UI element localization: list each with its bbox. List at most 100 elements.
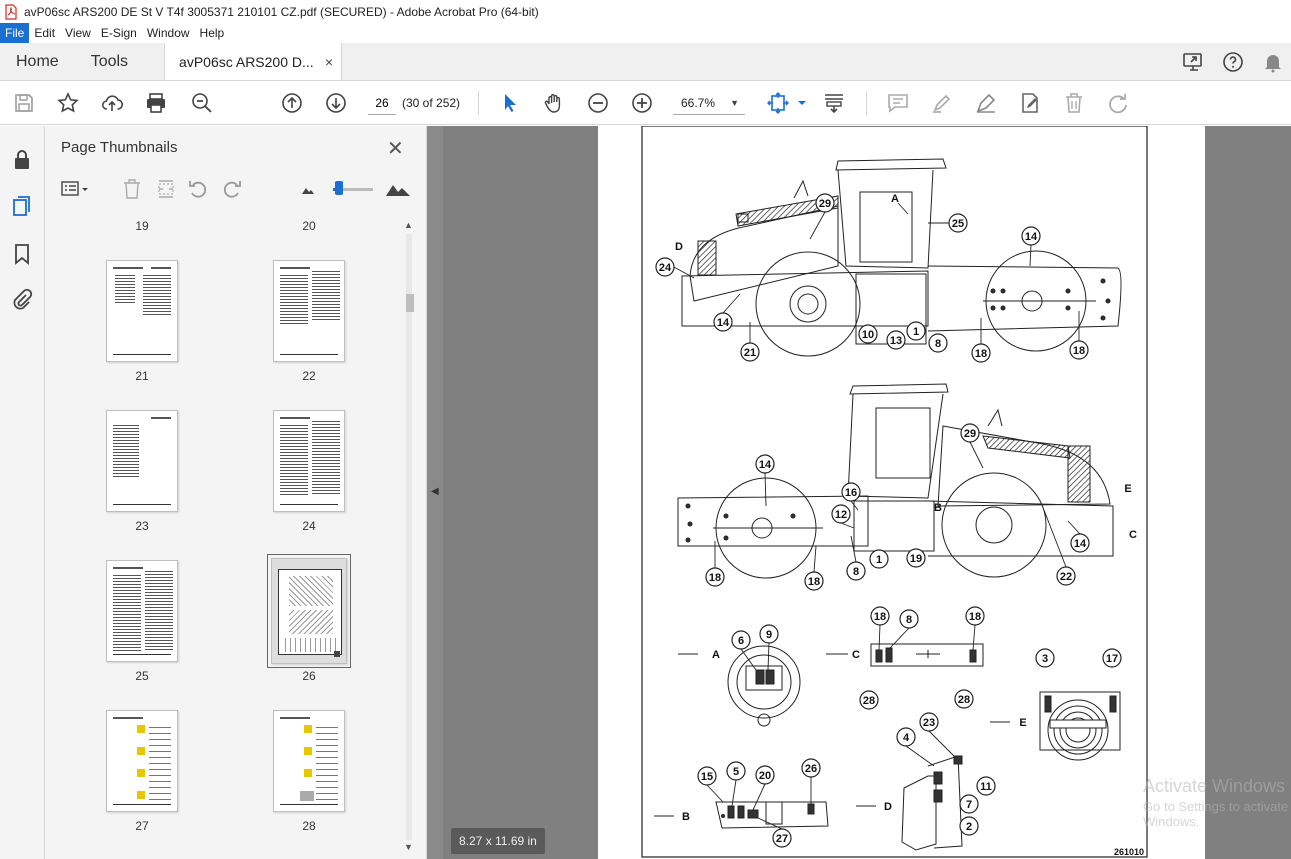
- tab-tools[interactable]: Tools: [90, 53, 129, 70]
- activate-windows-watermark: Activate Windows Go to Settings to activ…: [1143, 776, 1291, 829]
- menu-edit[interactable]: Edit: [34, 26, 56, 40]
- thumbnail-page-26[interactable]: [267, 554, 351, 668]
- zoom-level-value: 66.7%: [681, 96, 716, 110]
- thumbnail-page-22[interactable]: [273, 260, 345, 362]
- menu-view[interactable]: View: [65, 26, 91, 40]
- thumbnail-label-21: 21: [135, 369, 149, 383]
- extract-pages-icon[interactable]: [155, 178, 177, 200]
- scroll-up-arrow-icon[interactable]: ▲: [404, 220, 413, 230]
- thumbnail-page-23[interactable]: [106, 410, 178, 512]
- zoom-level-dropdown[interactable]: 66.7% ▼: [673, 91, 745, 115]
- callout-top-a: A: [891, 193, 899, 205]
- edit-pdf-icon[interactable]: [1018, 91, 1042, 115]
- fit-page-icon[interactable]: [766, 91, 790, 115]
- header-icons: [1181, 43, 1291, 80]
- menu-file[interactable]: File: [0, 23, 30, 43]
- collapse-arrow-icon[interactable]: ◀: [431, 486, 439, 497]
- thumbnail-label-25: 25: [135, 669, 149, 683]
- tab-home[interactable]: Home: [16, 53, 59, 70]
- window-title: avP06sc ARS200 DE St V T4f 3005371 21010…: [24, 4, 539, 19]
- document-viewer[interactable]: ◀: [427, 126, 1291, 859]
- menu-help[interactable]: Help: [199, 26, 225, 40]
- thumbnail-size-slider[interactable]: [333, 188, 373, 191]
- callout-top-14b: 14: [717, 317, 730, 329]
- share-screen-icon[interactable]: [1181, 50, 1205, 74]
- tab-document[interactable]: avP06sc ARS200 D... ×: [164, 43, 343, 80]
- watermark-line2: Go to Settings to activate Windows.: [1143, 799, 1289, 829]
- detail-e-label: E: [1019, 717, 1026, 729]
- scroll-track[interactable]: [406, 234, 412, 840]
- toolbar-divider: [478, 91, 479, 115]
- detail-b-26: 26: [805, 763, 817, 775]
- thumbnail-page-28[interactable]: [273, 710, 345, 812]
- pen-sign-icon[interactable]: [974, 91, 998, 115]
- thumbnail-page-25[interactable]: [106, 560, 178, 662]
- rotate-counterclockwise-icon[interactable]: [187, 178, 209, 200]
- fit-page-chevron-icon[interactable]: [790, 91, 806, 115]
- detail-b-5: 5: [733, 766, 739, 778]
- callout-top-d: D: [675, 241, 683, 253]
- thumbnail-page-21[interactable]: [106, 260, 178, 362]
- menu-esign[interactable]: E-Sign: [100, 26, 137, 40]
- hand-tool-icon[interactable]: [542, 91, 566, 115]
- detail-b-20: 20: [759, 770, 771, 782]
- save-icon[interactable]: [12, 91, 36, 115]
- page-count: (30 of 252): [402, 96, 461, 110]
- panel-title: Page Thumbnails: [61, 139, 178, 156]
- watermark-line1: Activate Windows: [1143, 776, 1286, 796]
- callout-mid-b: B: [934, 502, 942, 514]
- callout-mid-16: 16: [845, 487, 857, 499]
- detail-d-11: 11: [980, 781, 992, 793]
- scroll-mode-icon[interactable]: [822, 91, 846, 115]
- help-icon[interactable]: [1221, 50, 1245, 74]
- slider-handle[interactable]: [335, 181, 343, 195]
- zoom-in-icon[interactable]: [630, 91, 654, 115]
- delete-trash-icon[interactable]: [1062, 91, 1086, 115]
- redo-icon[interactable]: [1106, 91, 1130, 115]
- thumbnail-label-26: 26: [302, 669, 316, 683]
- close-panel-icon[interactable]: ✕: [387, 138, 404, 160]
- select-cursor-icon[interactable]: [498, 91, 522, 115]
- rotate-clockwise-icon[interactable]: [221, 178, 243, 200]
- detail-e-17: 17: [1106, 653, 1118, 665]
- menu-bar: File Edit View E-Sign Window Help: [0, 23, 1291, 43]
- comment-icon[interactable]: [886, 91, 910, 115]
- zoom-search-icon[interactable]: [190, 91, 214, 115]
- callout-top-18a: 18: [975, 348, 987, 360]
- large-thumbnails-icon[interactable]: [385, 178, 411, 200]
- thumbnail-scrollbar[interactable]: ▲ ▼: [403, 218, 415, 854]
- callout-top-10: 10: [862, 329, 874, 341]
- callout-mid-c: C: [1129, 529, 1137, 541]
- page-thumbnails-icon[interactable]: [10, 194, 34, 218]
- callout-mid-14b: 14: [1074, 538, 1087, 550]
- title-bar: avP06sc ARS200 DE St V T4f 3005371 21010…: [0, 0, 1291, 23]
- zoom-out-icon[interactable]: [586, 91, 610, 115]
- thumbnail-label-20: 20: [302, 219, 316, 233]
- next-page-icon[interactable]: [324, 91, 348, 115]
- print-icon[interactable]: [144, 91, 168, 115]
- callout-mid-12: 12: [835, 509, 847, 521]
- collapse-panel-handle[interactable]: ◀: [427, 126, 443, 859]
- notifications-bell-icon[interactable]: [1261, 50, 1285, 74]
- options-menu-icon[interactable]: [61, 178, 89, 200]
- highlighter-icon[interactable]: [930, 91, 954, 115]
- page-number-input[interactable]: [368, 91, 396, 115]
- delete-page-icon[interactable]: [121, 178, 143, 200]
- menu-window[interactable]: Window: [146, 26, 190, 40]
- thumbnail-page-24[interactable]: [273, 410, 345, 512]
- attachments-paperclip-icon[interactable]: [10, 288, 34, 312]
- upload-cloud-icon[interactable]: [100, 91, 124, 115]
- scroll-thumb[interactable]: [406, 294, 414, 312]
- bookmarks-icon[interactable]: [10, 242, 34, 266]
- callout-top-14a: 14: [1025, 231, 1038, 243]
- lock-icon[interactable]: [10, 148, 34, 172]
- thumbnail-page-27[interactable]: [106, 710, 178, 812]
- small-thumbnails-icon[interactable]: [297, 178, 319, 200]
- thumbnail-label-27: 27: [135, 819, 149, 833]
- thumbnail-toolbar: [45, 174, 427, 206]
- scroll-down-arrow-icon[interactable]: ▼: [404, 842, 413, 852]
- previous-page-icon[interactable]: [280, 91, 304, 115]
- callout-top-25: 25: [952, 218, 964, 230]
- close-tab-icon[interactable]: ×: [324, 53, 334, 70]
- bookmark-star-icon[interactable]: [56, 91, 80, 115]
